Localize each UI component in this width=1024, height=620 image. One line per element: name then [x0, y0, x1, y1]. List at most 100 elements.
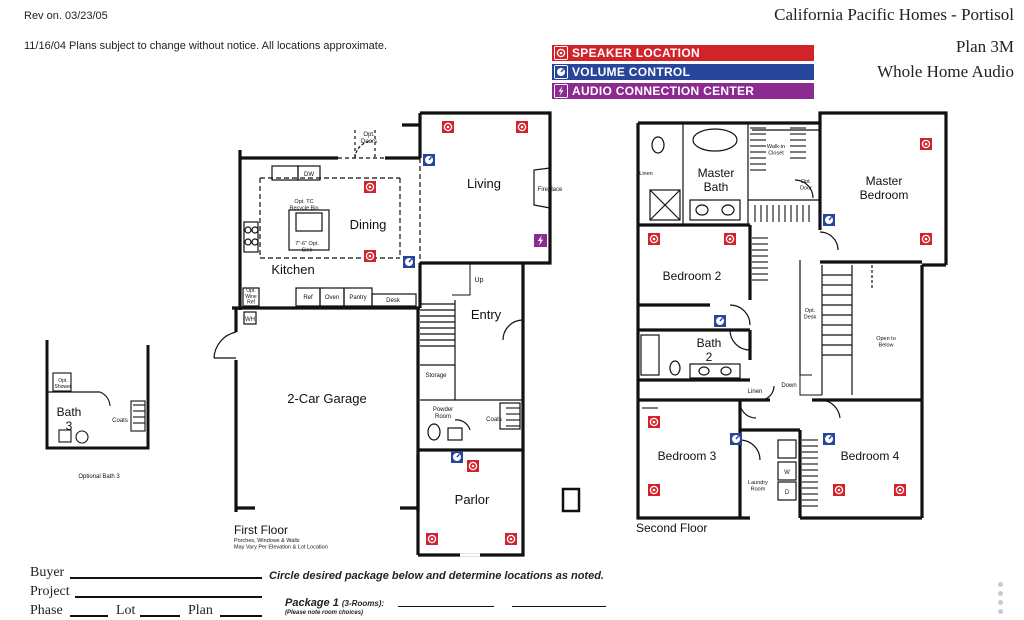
- revision-date: Rev on. 03/23/05: [24, 10, 108, 22]
- label-coats: Coats: [486, 417, 502, 423]
- room-labels: Living Fireplace Dining Kitchen Opt.Door…: [55, 132, 909, 507]
- speaker-icon: [364, 181, 376, 193]
- label-washer: W: [784, 470, 790, 476]
- label-oven: Oven: [325, 295, 339, 301]
- speaker-icon: [426, 533, 438, 545]
- speaker-icon: [467, 460, 479, 472]
- label-phase: Phase: [30, 603, 63, 618]
- label-up: Up: [475, 277, 484, 284]
- lot-field[interactable]: [140, 615, 180, 617]
- room-dining: Dining: [350, 217, 387, 232]
- legend-speaker: SPEAKER LOCATION: [552, 45, 814, 61]
- volume-control-icon: [403, 256, 415, 268]
- legend-audio: AUDIO CONNECTION CENTER: [552, 83, 814, 99]
- label-buyer: Buyer: [30, 565, 65, 580]
- dot: [998, 600, 1003, 605]
- label-opt-door: Opt.Door: [800, 179, 812, 191]
- project-field[interactable]: [75, 596, 262, 598]
- speaker-icon: [554, 46, 568, 60]
- second-floor-title: Second Floor: [636, 521, 707, 535]
- speaker-icon: [364, 250, 376, 262]
- speaker-icon: [833, 484, 845, 496]
- label-opt-desk: Opt.Desk: [804, 308, 817, 320]
- volume-control-icon: [714, 315, 726, 327]
- package1-rooms: (3-Rooms):: [341, 599, 385, 608]
- second-floor-details: [640, 123, 873, 501]
- label-down: Down: [781, 383, 796, 389]
- label-linen: Linen: [748, 389, 763, 395]
- phase-field[interactable]: [70, 615, 108, 617]
- plan-title: Plan 3M: [955, 37, 1014, 56]
- label-project: Project: [30, 584, 70, 599]
- first-floor-walls: [232, 111, 552, 557]
- speaker-icon: [920, 138, 932, 150]
- room-bedroom4: Bedroom 4: [841, 449, 900, 463]
- speaker-icon: [442, 121, 454, 133]
- speaker-icon: [505, 533, 517, 545]
- room-entry: Entry: [471, 307, 502, 322]
- volume-control-icon: [823, 214, 835, 226]
- label-dw: DW: [304, 172, 314, 178]
- label-ref: Ref: [303, 295, 313, 301]
- label-opt-shower: Opt.Shower: [55, 378, 72, 390]
- legend-audio-label: AUDIO CONNECTION CENTER: [572, 84, 755, 98]
- label-storage: Storage: [425, 373, 447, 379]
- legend-volume-label: VOLUME CONTROL: [572, 65, 691, 79]
- room-kitchen: Kitchen: [271, 262, 314, 277]
- speaker-icon: [894, 484, 906, 496]
- package1-note: (Please note room choices): [285, 610, 364, 616]
- legend-speaker-label: SPEAKER LOCATION: [572, 46, 700, 60]
- room-bedroom2: Bedroom 2: [663, 269, 722, 283]
- label-dryer: D: [785, 490, 790, 496]
- label-opt-doors: Opt.Doors: [361, 132, 377, 145]
- label-bath3-coats: Coats: [112, 418, 128, 424]
- speaker-icon: [920, 233, 932, 245]
- package1-choice-2[interactable]: [512, 606, 606, 607]
- label-lot: Lot: [116, 603, 136, 618]
- volume-control-icon: [451, 451, 463, 463]
- room-garage: 2-Car Garage: [287, 391, 366, 406]
- volume-control-icon: [823, 433, 835, 445]
- subtitle: Whole Home Audio: [877, 62, 1014, 81]
- second-floor-walls: [636, 111, 948, 520]
- volume-control-icon: [730, 433, 742, 445]
- closet-hatch: [133, 127, 818, 507]
- company-title: California Pacific Homes - Portisol: [774, 5, 1014, 24]
- buyer-field[interactable]: [70, 577, 262, 579]
- first-floor-title: First Floor: [234, 523, 288, 537]
- audio-connection-icon: [554, 84, 568, 98]
- volume-control-icon: [554, 65, 568, 79]
- speaker-icon: [516, 121, 528, 133]
- first-floor-details: [213, 130, 581, 557]
- package-instruction: Circle desired package below and determi…: [269, 570, 604, 582]
- volume-control-icon: [423, 154, 435, 166]
- dot: [998, 582, 1003, 587]
- dot: [998, 609, 1003, 614]
- disclaimer-note: 11/16/04 Plans subject to change without…: [24, 40, 388, 52]
- plan-field[interactable]: [220, 615, 262, 617]
- package1-title: Package 1: [285, 597, 339, 609]
- page-dots: [998, 582, 1004, 618]
- room-living: Living: [467, 176, 501, 191]
- speaker-icon: [724, 233, 736, 245]
- label-linen-master: Linen: [639, 171, 652, 177]
- package1-choice-1[interactable]: [398, 606, 494, 607]
- label-fireplace: Fireplace: [538, 187, 563, 193]
- room-parlor: Parlor: [455, 492, 490, 507]
- package1-label: Package 1 (3-Rooms):: [285, 597, 384, 609]
- speaker-icon: [648, 233, 660, 245]
- speaker-markers: [364, 121, 932, 545]
